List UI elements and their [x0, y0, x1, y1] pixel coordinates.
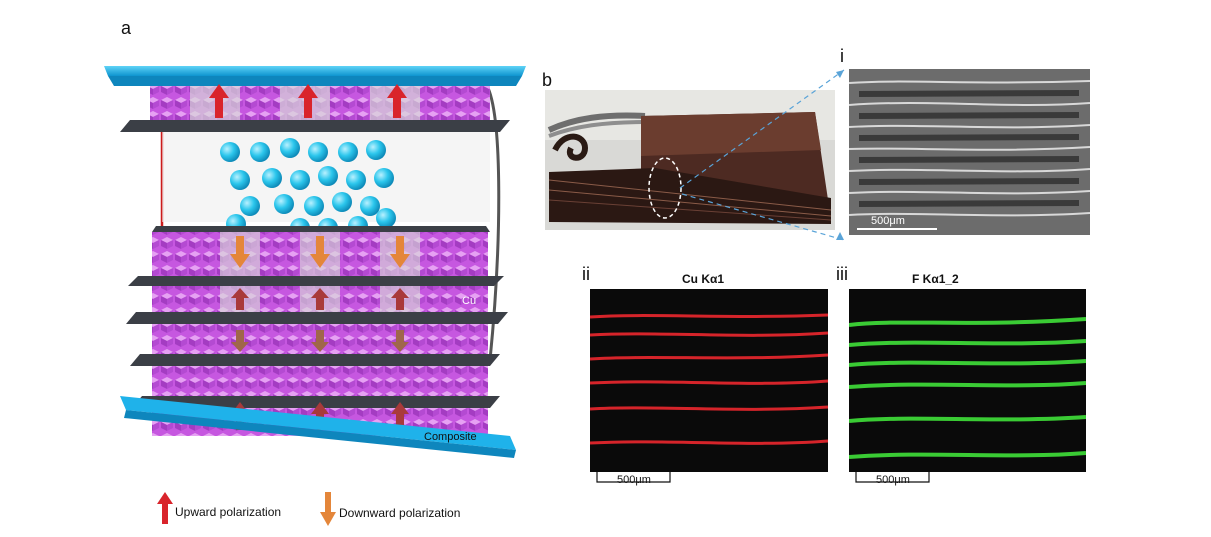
ion-spheres — [220, 138, 396, 238]
composite-label: Composite — [424, 431, 477, 443]
legend-down-arrow-icon — [320, 492, 336, 531]
f-eds-map — [849, 289, 1086, 472]
sem-image: 500μm — [849, 69, 1090, 235]
top-cu-plate — [120, 120, 510, 132]
panel-a-letter: a — [121, 18, 132, 38]
cu-scale-text: 500μm — [617, 474, 651, 486]
sub-i-label: i — [840, 46, 844, 66]
down-arrows-lower — [231, 330, 409, 352]
sample-photo — [545, 90, 835, 230]
f-scale-bar — [855, 472, 930, 483]
cu-label: Cu — [462, 295, 476, 307]
cu-eds-map — [590, 289, 828, 472]
legend-up-arrow-icon — [157, 492, 173, 529]
cu-scale-bar — [596, 472, 671, 483]
lower-composite-stack — [126, 226, 508, 436]
panel-b-letter: b — [542, 70, 553, 90]
top-up-arrows — [209, 84, 407, 118]
legend-downward-text: Downward polarization — [339, 506, 461, 520]
legend-upward-text: Upward polarization — [175, 505, 282, 519]
sub-iii-label: iii — [836, 264, 848, 284]
down-arrows — [230, 236, 410, 268]
top-electrode — [104, 66, 526, 86]
device-schematic: Cu Composite — [104, 66, 526, 458]
f-map-title: F Kα1_2 — [912, 272, 959, 286]
zoom-connector — [679, 69, 845, 241]
sem-scale-text: 500μm — [871, 215, 905, 227]
f-scale-text: 500μm — [876, 474, 910, 486]
cu-map-title: Cu Kα1 — [682, 272, 725, 286]
sub-ii-label: ii — [582, 264, 590, 284]
bottom-electrode — [120, 396, 516, 458]
